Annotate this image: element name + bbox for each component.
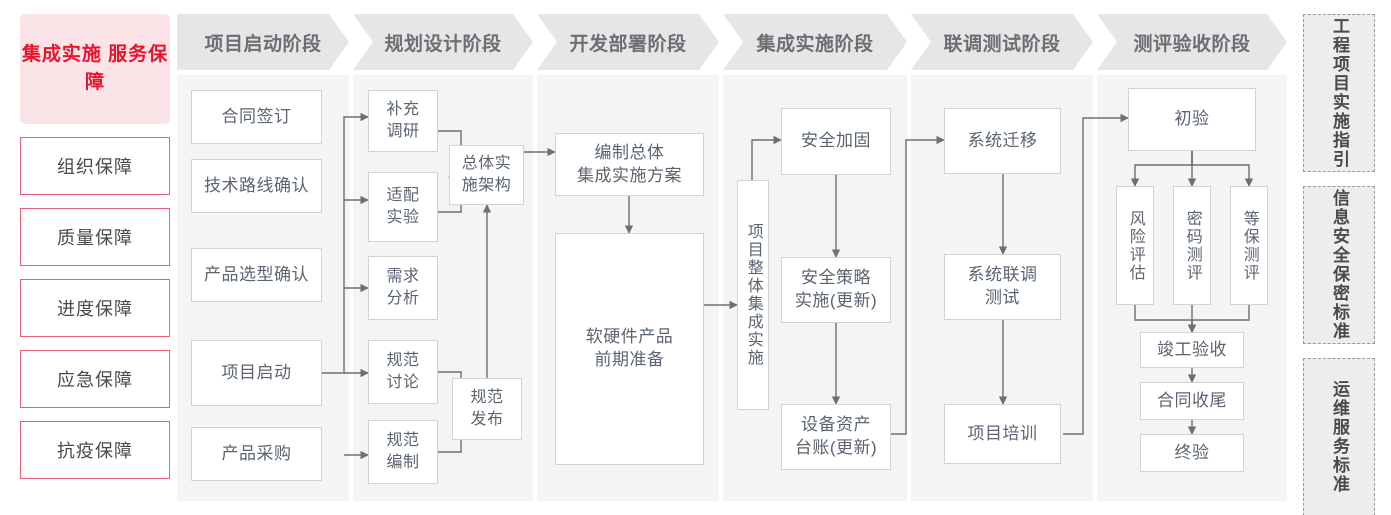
node-system-migration[interactable]: 系统迁移 [944, 108, 1061, 174]
left-rail: 集成实施 服务保障 组织保障 质量保障 进度保障 应急保障 抗疫保障 [20, 14, 170, 479]
node-overall-project-integration[interactable]: 项目整体集成实施 [737, 180, 769, 410]
node-final-acceptance[interactable]: 终验 [1140, 434, 1244, 472]
rail-item-schedule[interactable]: 进度保障 [20, 279, 170, 337]
node-classified-protection-evaluation[interactable]: 等保测评 [1230, 186, 1268, 305]
rail-item-emergency[interactable]: 应急保障 [20, 350, 170, 408]
node-product-procurement[interactable]: 产品采购 [191, 427, 322, 481]
diagram-title: 集成实施 服务保障 [20, 14, 170, 124]
node-spec-discussion[interactable]: 规范 讨论 [368, 340, 438, 404]
phase-header-1[interactable]: 项目启动阶段 [177, 14, 349, 70]
node-contract-signing[interactable]: 合同签订 [191, 90, 322, 144]
phase-header-2[interactable]: 规划设计阶段 [353, 14, 533, 70]
node-spec-drafting[interactable]: 规范 编制 [368, 420, 438, 484]
node-overall-implementation-architecture[interactable]: 总体实 施架构 [449, 145, 524, 205]
node-security-policy-update[interactable]: 安全策略 实施(更新) [781, 257, 891, 323]
rail-item-organization[interactable]: 组织保障 [20, 137, 170, 195]
node-hardware-software-preparation[interactable]: 软硬件产品 前期准备 [555, 233, 704, 465]
node-security-hardening[interactable]: 安全加固 [781, 108, 891, 175]
rail-item-epidemic[interactable]: 抗疫保障 [20, 421, 170, 479]
node-asset-ledger-update[interactable]: 设备资产 台账(更新) [781, 404, 891, 470]
node-product-selection[interactable]: 产品选型确认 [191, 248, 322, 302]
right-rail-item-infosec-standard[interactable]: 信息安全保密标准 [1303, 186, 1375, 344]
right-rail-item-engineering-guideline[interactable]: 工程项目实施指引 [1303, 14, 1375, 172]
phase-header-3[interactable]: 开发部署阶段 [537, 14, 719, 70]
right-rail-item-ops-service-standard[interactable]: 运维服务标准 [1303, 358, 1375, 515]
node-preliminary-acceptance[interactable]: 初验 [1128, 88, 1256, 151]
right-rail-label-ops-service-standard: 运维服务标准 [1330, 380, 1350, 494]
node-cryptography-evaluation[interactable]: 密码测评 [1173, 186, 1211, 305]
right-rail: 工程项目实施指引 信息安全保密标准 运维服务标准 [1303, 14, 1375, 515]
node-completion-acceptance[interactable]: 竣工验收 [1140, 332, 1244, 368]
phase-header-5[interactable]: 联调测试阶段 [911, 14, 1093, 70]
node-spec-release[interactable]: 规范 发布 [452, 378, 522, 440]
node-risk-assessment[interactable]: 风险评估 [1116, 186, 1154, 305]
node-tech-route-confirm[interactable]: 技术路线确认 [191, 159, 322, 213]
node-system-joint-debug-test[interactable]: 系统联调 测试 [944, 254, 1061, 320]
node-draft-overall-integration-plan[interactable]: 编制总体 集成实施方案 [555, 133, 704, 196]
rail-item-quality[interactable]: 质量保障 [20, 208, 170, 266]
right-rail-label-engineering-guideline: 工程项目实施指引 [1330, 17, 1350, 169]
node-project-kickoff[interactable]: 项目启动 [191, 340, 322, 406]
right-rail-label-infosec-standard: 信息安全保密标准 [1330, 189, 1350, 341]
node-project-training[interactable]: 项目培训 [944, 404, 1061, 464]
phase-header-4[interactable]: 集成实施阶段 [723, 14, 907, 70]
phase-header-6[interactable]: 测评验收阶段 [1097, 14, 1287, 70]
node-supplementary-research[interactable]: 补充 调研 [368, 90, 438, 152]
node-requirement-analysis[interactable]: 需求 分析 [368, 256, 438, 320]
node-adaptation-experiment[interactable]: 适配 实验 [368, 172, 438, 242]
node-contract-closeout[interactable]: 合同收尾 [1140, 382, 1244, 420]
